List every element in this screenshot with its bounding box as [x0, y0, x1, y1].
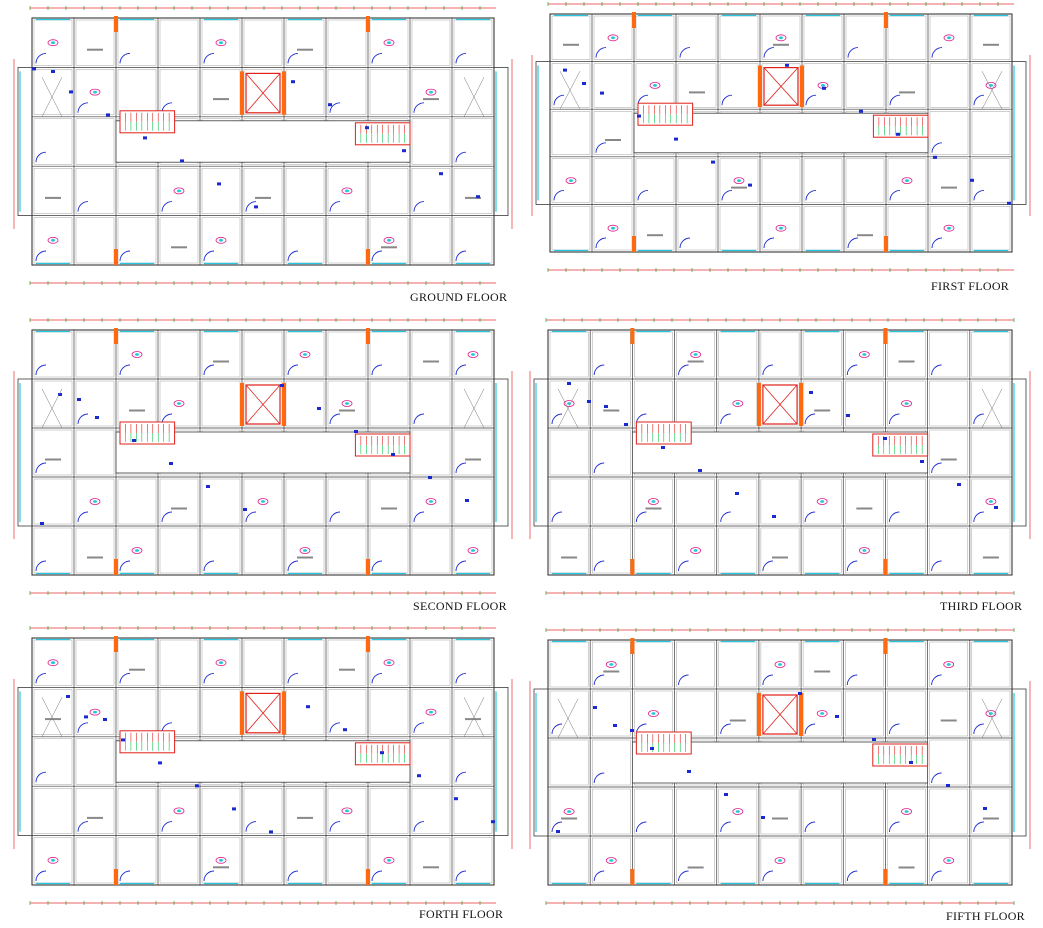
plan-drawing — [13, 626, 513, 905]
fifth-floor-label: FIFTH FLOOR — [946, 909, 1025, 923]
forth-floor-label: FORTH FLOOR — [419, 907, 504, 921]
second-floor-label: SECOND FLOOR — [413, 599, 507, 613]
plan-drawing — [529, 628, 1031, 905]
plan-drawing — [13, 6, 513, 285]
third-floor-plan — [524, 316, 1036, 599]
second-floor-plan — [8, 316, 518, 599]
fifth-floor-plan — [524, 626, 1036, 909]
ground-floor-label: GROUND FLOOR — [410, 290, 508, 304]
ground-floor-plan — [8, 4, 518, 289]
plan-drawing — [531, 2, 1031, 272]
plan-drawing — [13, 318, 513, 595]
first-floor-plan — [526, 0, 1036, 276]
forth-floor-plan — [8, 624, 518, 909]
third-floor-label: THIRD FLOOR — [940, 599, 1023, 613]
plan-drawing — [529, 318, 1031, 595]
first-floor-label: FIRST FLOOR — [931, 279, 1010, 293]
